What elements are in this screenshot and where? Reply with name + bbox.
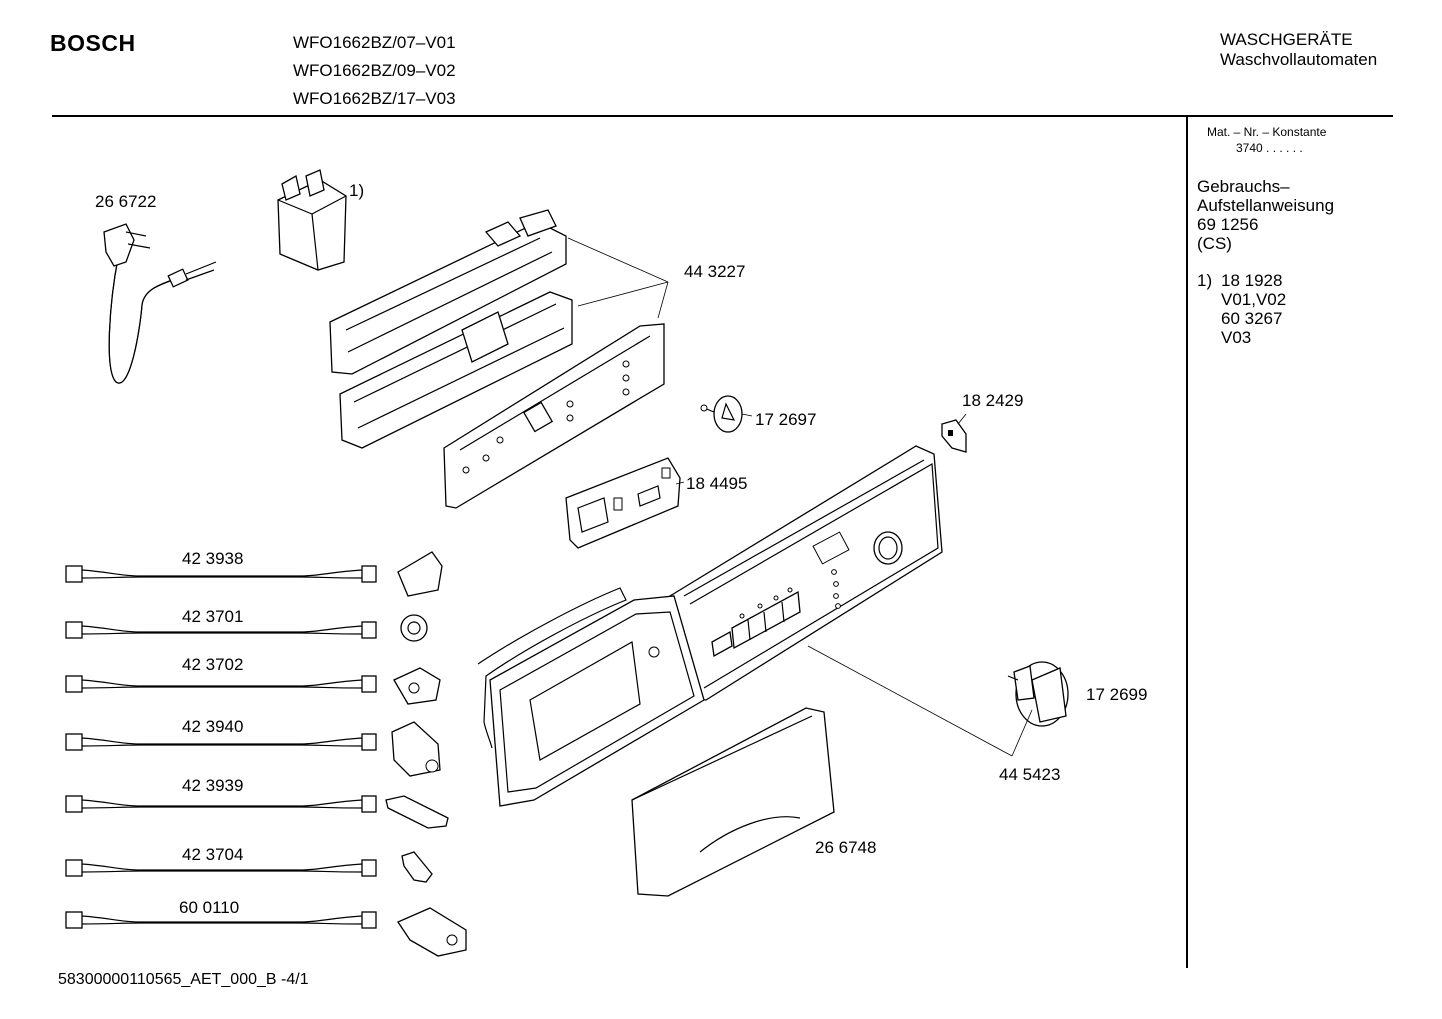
- category-subtitle: Waschvollautomaten: [1220, 50, 1378, 69]
- footnote-part-1: 18 1928: [1221, 271, 1283, 290]
- part-label-cable-4: 42 3940: [182, 717, 244, 736]
- capacitor-drawing: [277, 169, 347, 271]
- manual-title-line1: Gebrauchs–: [1197, 177, 1290, 196]
- mat-nr-value: 3740 . . . . . .: [1236, 141, 1303, 155]
- part-label-power-cord: 26 6722: [95, 192, 157, 211]
- footnote-part-2: 60 3267: [1221, 309, 1283, 328]
- front-panel-drawing: [477, 445, 943, 807]
- manual-title-line2: Aufstellanweisung: [1197, 196, 1335, 215]
- part-label-knob-axle: 17 2697: [755, 410, 817, 429]
- part-label-panel: 44 5423: [999, 765, 1061, 784]
- part-label-cable-3: 42 3702: [182, 655, 244, 674]
- model-number-2: WFO1662BZ/09–V02: [293, 61, 456, 80]
- exploded-view-drawing: [65, 169, 1069, 957]
- knob-axle-drawing: [700, 395, 743, 433]
- control-module-drawing: [329, 209, 665, 509]
- footnote-marker: 1): [1197, 271, 1213, 290]
- part-label-control-module: 44 3227: [684, 262, 746, 281]
- category-title: WASCHGERÄTE: [1220, 30, 1353, 49]
- header-divider: [52, 115, 1393, 117]
- part-label-holder: 18 2429: [962, 391, 1024, 410]
- part-label-capacitor-note: 1): [349, 181, 365, 200]
- document-code: 58300000110565_AET_000_B -4/1: [58, 971, 309, 988]
- model-number-3: WFO1662BZ/17–V03: [293, 89, 456, 108]
- manual-language: (CS): [1197, 234, 1232, 253]
- holder-drawing: [941, 419, 967, 453]
- sidebar-divider: [1186, 117, 1188, 968]
- brand-logo: BOSCH: [50, 30, 136, 56]
- drawer-handle-drawing: [631, 707, 835, 897]
- selector-knob-drawing: [1007, 661, 1069, 727]
- connector-cables-drawing: [65, 551, 467, 957]
- model-number-1: WFO1662BZ/07–V01: [293, 33, 456, 52]
- part-label-display-board: 18 4495: [686, 474, 748, 493]
- display-board-drawing: [565, 457, 681, 549]
- footnote-versions-1: V01,V02: [1221, 290, 1287, 309]
- power-cord-drawing: [103, 223, 217, 384]
- footnote-versions-2: V03: [1221, 328, 1252, 347]
- mat-nr-label: Mat. – Nr. – Konstante: [1207, 125, 1327, 139]
- manual-number: 69 1256: [1197, 215, 1259, 234]
- part-label-cable-6: 42 3704: [182, 845, 244, 864]
- part-label-cable-5: 42 3939: [182, 776, 244, 795]
- part-label-knob: 17 2699: [1086, 685, 1148, 704]
- part-label-cable-7: 60 0110: [179, 898, 240, 917]
- part-label-drawer-handle: 26 6748: [815, 838, 877, 857]
- part-label-cable-2: 42 3701: [182, 607, 244, 626]
- leader-lines: [567, 237, 1033, 757]
- part-label-cable-1: 42 3938: [182, 549, 244, 568]
